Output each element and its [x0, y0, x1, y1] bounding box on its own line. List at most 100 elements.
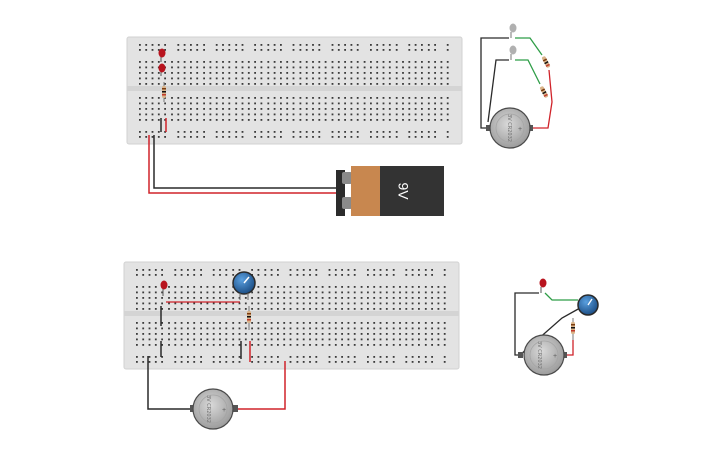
breadboard-hole[interactable]	[286, 72, 289, 74]
breadboard-hole[interactable]	[321, 291, 324, 294]
breadboard-hole[interactable]	[427, 83, 430, 85]
breadboard-hole[interactable]	[302, 269, 305, 271]
breadboard-hole[interactable]	[446, 108, 449, 110]
breadboard-hole[interactable]	[292, 102, 295, 105]
breadboard-hole[interactable]	[247, 119, 250, 121]
breadboard-hole[interactable]	[151, 83, 154, 85]
breadboard-hole[interactable]	[328, 361, 331, 363]
breadboard-hole[interactable]	[264, 327, 267, 330]
breadboard-hole[interactable]	[289, 333, 292, 335]
breadboard-hole[interactable]	[193, 361, 196, 363]
breadboard-hole[interactable]	[388, 77, 391, 80]
breadboard-hole[interactable]	[136, 291, 138, 294]
breadboard-hole[interactable]	[405, 297, 408, 299]
breadboard-hole[interactable]	[200, 291, 202, 294]
breadboard-hole[interactable]	[363, 77, 366, 80]
9v-battery[interactable]: 9V	[336, 166, 444, 216]
breadboard-hole[interactable]	[161, 361, 163, 363]
breadboard-hole[interactable]	[446, 77, 449, 80]
breadboard-hole[interactable]	[161, 308, 163, 310]
breadboard-hole[interactable]	[251, 322, 253, 324]
breadboard-hole[interactable]	[321, 302, 324, 305]
breadboard-hole[interactable]	[446, 66, 449, 69]
breadboard-hole[interactable]	[164, 108, 166, 110]
breadboard-hole[interactable]	[142, 297, 145, 299]
breadboard-hole[interactable]	[267, 108, 270, 110]
breadboard-hole[interactable]	[411, 274, 414, 276]
breadboard-hole[interactable]	[324, 61, 327, 63]
breadboard-hole[interactable]	[251, 338, 253, 341]
breadboard-hole[interactable]	[318, 44, 321, 46]
breadboard-hole[interactable]	[225, 322, 228, 324]
breadboard-hole[interactable]	[270, 333, 273, 335]
breadboard-hole[interactable]	[328, 274, 331, 276]
breadboard-hole[interactable]	[443, 344, 446, 346]
breadboard-hole[interactable]	[431, 291, 433, 294]
breadboard-hole[interactable]	[370, 83, 372, 85]
breadboard-hole[interactable]	[154, 269, 157, 271]
breadboard-hole[interactable]	[367, 274, 369, 276]
breadboard-hole[interactable]	[267, 66, 270, 69]
breadboard-hole[interactable]	[251, 361, 253, 363]
breadboard-hole[interactable]	[350, 61, 353, 63]
breadboard-hole[interactable]	[418, 269, 420, 271]
breadboard-hole[interactable]	[418, 333, 420, 335]
breadboard-hole[interactable]	[331, 119, 334, 121]
breadboard-hole[interactable]	[385, 291, 388, 294]
breadboard-hole[interactable]	[154, 274, 157, 276]
breadboard-hole[interactable]	[367, 297, 369, 299]
breadboard-hole[interactable]	[222, 136, 224, 138]
breadboard-hole[interactable]	[168, 322, 170, 324]
breadboard-hole[interactable]	[187, 344, 189, 346]
breadboard-hole[interactable]	[209, 72, 212, 74]
breadboard-hole[interactable]	[157, 83, 160, 85]
breadboard-hole[interactable]	[280, 66, 282, 69]
breadboard-hole[interactable]	[283, 286, 286, 288]
breadboard-hole[interactable]	[305, 83, 308, 85]
breadboard-hole[interactable]	[309, 327, 311, 330]
breadboard-hole[interactable]	[299, 77, 302, 80]
breadboard-hole[interactable]	[309, 333, 311, 335]
breadboard-hole[interactable]	[174, 338, 177, 341]
breadboard-hole[interactable]	[347, 322, 350, 324]
breadboard-hole[interactable]	[331, 61, 334, 63]
breadboard-hole[interactable]	[347, 274, 350, 276]
breadboard-hole[interactable]	[305, 77, 308, 80]
led-top-1[interactable]	[158, 48, 166, 63]
breadboard-hole[interactable]	[200, 361, 202, 363]
breadboard-hole[interactable]	[434, 66, 436, 69]
breadboard-hole[interactable]	[446, 44, 449, 46]
breadboard-hole[interactable]	[136, 274, 138, 276]
breadboard-hole[interactable]	[235, 66, 238, 69]
breadboard-hole[interactable]	[174, 269, 177, 271]
breadboard-hole[interactable]	[312, 83, 314, 85]
breadboard-hole[interactable]	[302, 322, 305, 324]
breadboard-hole[interactable]	[299, 119, 302, 121]
breadboard-hole[interactable]	[431, 327, 433, 330]
breadboard-hole[interactable]	[215, 97, 218, 99]
breadboard-hole[interactable]	[370, 77, 372, 80]
breadboard-hole[interactable]	[382, 131, 385, 133]
wire-red-to-9v[interactable]	[148, 135, 338, 194]
breadboard-hole[interactable]	[286, 83, 289, 85]
breadboard-hole[interactable]	[161, 344, 163, 346]
breadboard-hole[interactable]	[385, 344, 388, 346]
breadboard-hole[interactable]	[331, 72, 334, 74]
breadboard-hole[interactable]	[270, 308, 273, 310]
breadboard-hole[interactable]	[151, 77, 154, 80]
breadboard-hole[interactable]	[154, 322, 157, 324]
breadboard-hole[interactable]	[238, 308, 241, 310]
breadboard-hole[interactable]	[219, 291, 221, 294]
breadboard-hole[interactable]	[405, 333, 408, 335]
breadboard-hole[interactable]	[177, 97, 180, 99]
breadboard-hole[interactable]	[360, 302, 363, 305]
breadboard-hole[interactable]	[392, 338, 395, 341]
breadboard-hole[interactable]	[328, 344, 331, 346]
breadboard-hole[interactable]	[424, 308, 427, 310]
breadboard-hole[interactable]	[418, 274, 420, 276]
breadboard-hole[interactable]	[273, 66, 276, 69]
breadboard-hole[interactable]	[222, 77, 224, 80]
breadboard-hole[interactable]	[305, 102, 308, 105]
breadboard-hole[interactable]	[302, 308, 305, 310]
breadboard-hole[interactable]	[161, 333, 163, 335]
